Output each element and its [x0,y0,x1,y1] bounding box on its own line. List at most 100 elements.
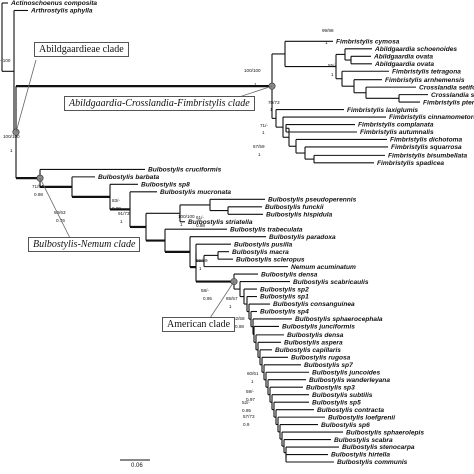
support-s_50: 50/63 [54,210,66,215]
taxon-label-laxi: Fimbristylis laxiglumis [347,107,418,114]
support-s_57: 57/59 [253,144,265,149]
pointer-abildgaardieae [15,59,37,133]
support-s_100bb: 1 [180,222,183,227]
taxon-label-cymo: Fimbristylis cymosa [336,39,400,46]
support-s_root: -/100 [0,58,11,63]
taxon-label-scab: Bulbostylis scabricaulis [293,279,369,286]
clade-label-afc: Abildgaardia-Crosslandia-Fimbristylis cl… [64,96,255,111]
taxon-label-stri: Bulbostylis striatella [188,219,253,226]
taxon-label-sp4: Bulbostylis sp4 [260,309,309,316]
taxon-label-cruc: Bulbostylis cruciformis [148,167,222,174]
taxon-label-ovat2: Abildgaardia ovata [374,61,434,68]
support-s_71: 71/- [260,123,268,128]
support-s_70b: 1 [270,107,273,112]
taxon-label-subt: Bulbostylis subtilis [312,392,373,399]
clade-label-abildgaardieae: Abildgaardieae clade [34,42,129,57]
taxon-label-comp: Fimbristylis complanata [358,122,434,129]
support-s_52: 52/- [242,400,250,405]
taxon-label-rugo: Bulbostylis rugosa [291,354,351,361]
support-s_55b: 1 [331,72,334,77]
taxon-label-dens2: Bulbostylis densa [287,332,344,339]
support-s_ab2: 1 [10,148,13,153]
taxon-label-cont: Bulbostylis contracta [317,407,384,414]
tree-branches [1,2,428,463]
taxon-label-bisu: Fimbristylis bisumbellata [388,153,467,160]
support-s_70: 70/73 [268,100,280,105]
taxon-label-spha: Bulbostylis sphaerocephala [295,316,383,323]
taxon-label-sp1: Bulbostylis sp1 [260,294,309,301]
support-s_91: 91/73 [118,211,130,216]
taxon-label-macr: Bulbostylis macra [232,249,289,256]
taxon-label-scbr: Bulbostylis scabra [334,437,393,444]
support-s_61: 61/- [196,215,204,220]
taxon-label-sp3: Bulbostylis sp3 [306,384,355,391]
support-s_bn: 71/54 [32,184,44,189]
support-s_afc: 100/100 [244,68,261,73]
pointer-american [209,281,235,319]
taxon-label-acti: Actinoschoenus composita [10,0,97,7]
taxon-label-cset2: Crosslandia setifolia [431,92,474,99]
taxon-label-cinn: Fimbristylis cinnamometorum [389,114,474,121]
support-s_57b: 1 [258,152,261,157]
taxon-label-sp7: Bulbostylis sp7 [304,362,353,369]
taxon-label-scle: Bulbostylis scleropus [236,256,305,263]
taxon-label-junco: Bulbostylis juncoides [312,369,380,376]
taxon-label-dich: Fimbristylis dichotoma [390,137,463,144]
support-s_62: 62/58 [233,316,245,321]
support-s_100b: 100/100 [178,214,195,219]
taxon-label-barb: Bulbostylis barbata [98,174,160,181]
scale-bar-label: 0.06 [131,463,143,469]
taxon-label-cset: Crosslandia setifolia [419,84,474,91]
taxon-label-hisp: Bulbostylis hispidula [266,211,333,218]
support-s_9: 99/98 [322,28,334,33]
taxon-label-para: Bulbostylis paradoxa [269,234,336,241]
support-s_bn2: 0.98 [34,192,43,197]
taxon-label-comm: Bulbostylis communis [337,459,408,466]
taxon-label-sp8: Bulbostylis sp8 [141,182,190,189]
pointer-bulbostylis-nemum [39,177,71,239]
support-s_57cb: 0.9 [243,422,250,427]
taxon-label-sp6: Bulbostylis sp6 [321,422,370,429]
taxon-label-spad: Fimbristylis spadicea [377,160,444,167]
clade-label-bulbostylis-nemum: Bulbostylis-Nemum clade [28,237,141,252]
support-s_am: 85/57 [226,296,238,301]
taxon-label-sten: Bulbostylis stenocarpa [342,444,415,451]
support-s_ab: 100/100 [3,134,20,139]
taxon-label-wand: Bulbostylis wanderleyana [309,377,390,384]
support-s_9b: 1 [325,40,328,45]
support-s_83b: 0.99 [112,206,121,211]
support-s_99b: 1 [199,266,202,271]
support-s_71b: 1 [262,130,265,135]
taxon-label-loef: Bulbostylis loefgrenii [328,414,395,421]
support-s_59b: 0.97 [246,397,255,402]
support-s_58: 58/- [201,288,209,293]
taxon-label-pusi: Bulbostylis pusilla [234,241,293,248]
support-s_52b: 0.95 [242,408,251,413]
support-s_50b: 0.76 [56,218,65,223]
taxon-label-dens1: Bulbostylis densa [261,271,318,278]
clade-label-american: American clade [162,317,236,332]
clade-node-american-marker [230,278,238,286]
taxon-label-aspe: Bulbostylis aspera [284,340,343,347]
taxon-label-junc: Bulbostylis junciformis [282,324,355,331]
support-values: -/100 100/100 1 100/100 1 99/98 1 55/- 1 71/- 1 57/… [0,28,336,427]
taxon-label-scho: Abildgaardia schoenoides [374,46,457,53]
taxon-label-capi: Bulbostylis capillaris [275,347,341,354]
taxon-label-ovat1: Abildgaardia ovata [373,53,433,60]
support-s_60b: 1 [251,379,254,384]
taxon-label-autu: Fimbristylis autumnalis [360,129,434,136]
support-s_62b: 0.98 [235,324,244,329]
taxon-label-sphr: Bulbostylis sphaerolepis [346,429,424,436]
taxon-label-tetr: Fimbristylis tetragona [392,68,461,75]
taxon-label-cons: Bulbostylis consanguinea [273,301,355,308]
support-s_55: 55/- [328,63,336,68]
taxon-label-aphy: Arthrostylis aphylla [30,8,93,15]
taxon-label-pseu: Bulbostylis pseudoperennis [268,197,357,204]
taxon-label-squa: Fimbristylis squarrosa [391,144,462,151]
taxon-label-sp5: Bulbostylis sp5 [312,399,361,406]
support-s_83: 83/- [112,198,120,203]
support-s_59: 59/- [246,389,254,394]
taxon-label-sp2: Bulbostylis sp2 [260,286,309,293]
support-s_58b: 0.95 [203,296,212,301]
